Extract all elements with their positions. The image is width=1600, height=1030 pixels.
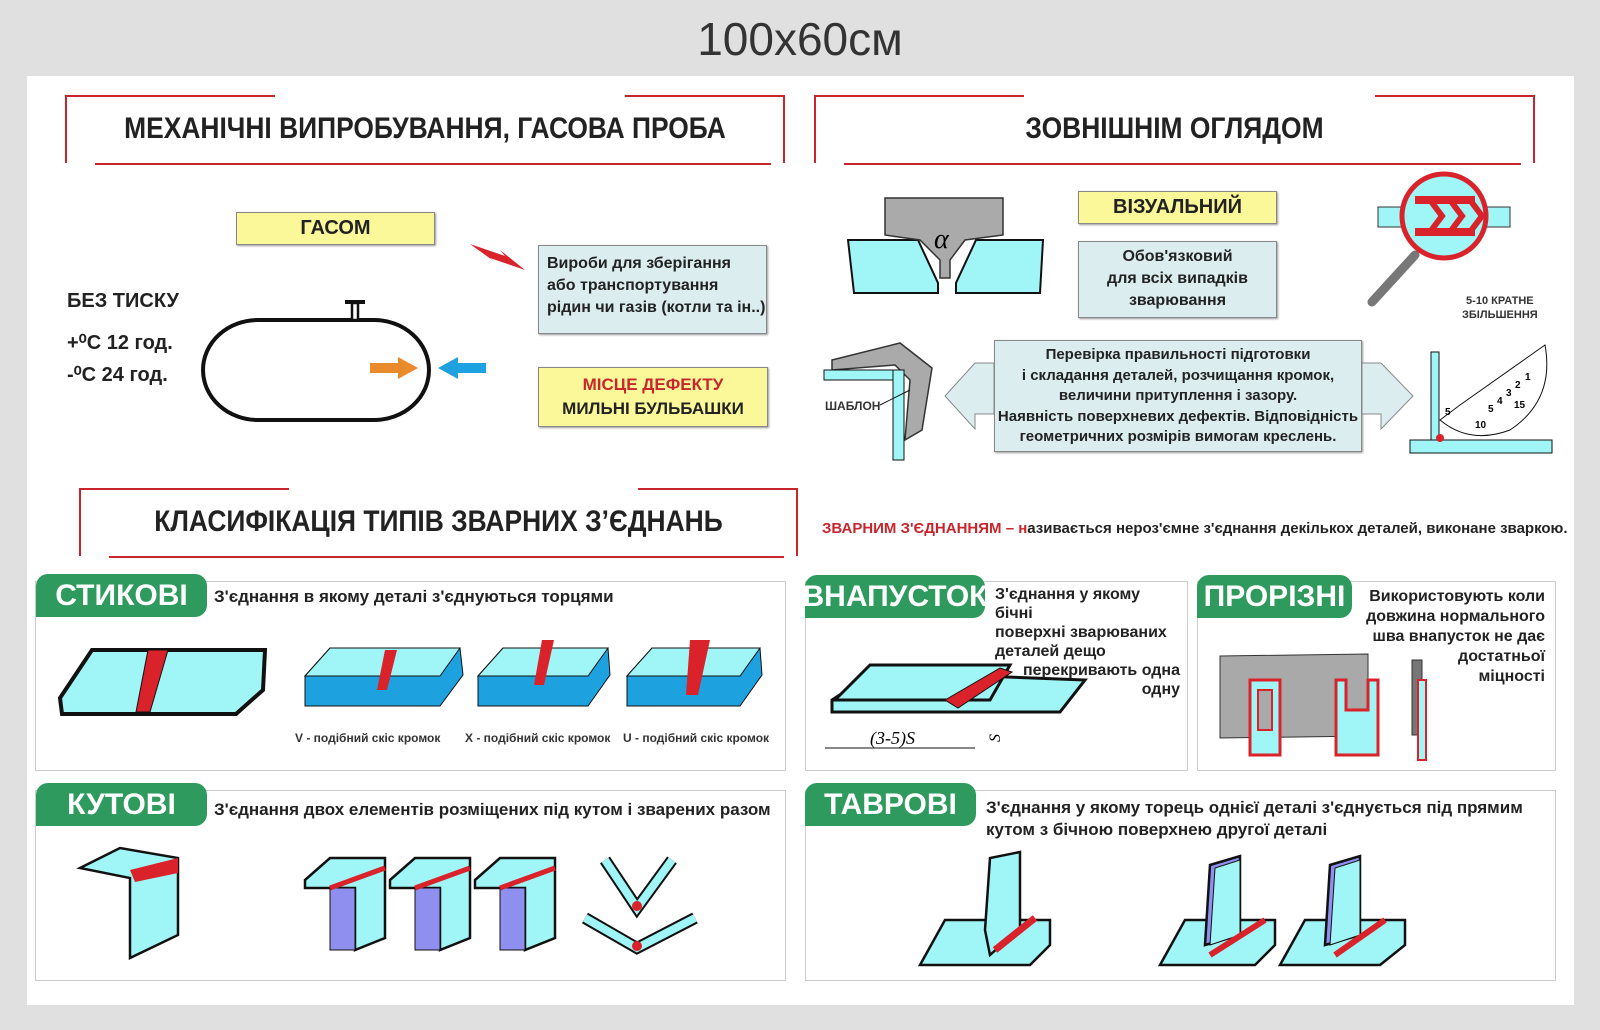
template-drawing xyxy=(823,342,933,461)
check-box: Перевірка правильності підготовки і скла… xyxy=(994,340,1362,452)
u-groove-drawing xyxy=(625,640,763,707)
size-label: 100x60см xyxy=(697,13,903,65)
tank-drawing xyxy=(201,300,431,422)
magnifier-icon xyxy=(1367,171,1511,307)
x-groove-drawing xyxy=(476,640,611,707)
butt-badge: СТИКОВІ xyxy=(36,574,207,617)
lap-s-label: S xyxy=(987,734,1004,742)
magnification-line: ЗБІЛЬШЕННЯ xyxy=(1462,309,1538,321)
products-line: або транспортування xyxy=(547,277,719,294)
visual-label: ВІЗУАЛЬНИЙ xyxy=(1078,191,1277,224)
temp-plus: +⁰С 12 год. xyxy=(67,332,173,354)
check-line: величини притуплення і зазору. xyxy=(1058,387,1298,404)
lap-desc-line: одну xyxy=(1141,681,1180,698)
temp-minus: -⁰С 24 год. xyxy=(67,364,168,386)
check-line: Наявність поверхневих дефектів. Відповід… xyxy=(997,407,1359,425)
groove-alpha-drawing: α xyxy=(846,197,1045,294)
products-line: Вироби для зберігання xyxy=(547,255,731,272)
slot-badge: ПРОРІЗНІ xyxy=(1197,575,1352,618)
mandatory-line: Обов'язковий xyxy=(1122,248,1233,265)
tee-joint-drawing xyxy=(917,850,1407,967)
v-groove-drawing xyxy=(303,647,464,707)
tee-badge: ТАВРОВІ xyxy=(805,783,976,826)
kerosene-label: ГАСОМ xyxy=(236,212,435,245)
arrow-right-icon xyxy=(1361,362,1414,431)
tee-desc-line: кутом з бічною поверхнею другої деталі xyxy=(986,820,1328,839)
butt-desc: З'єднання в якому деталі з'єднуються тор… xyxy=(214,587,614,606)
slot-desc: Використовують коли довжина нормального … xyxy=(1365,587,1545,687)
corner-joint-drawing xyxy=(76,846,698,960)
lap-dim-label: (3-5)S xyxy=(870,728,915,749)
header-visual-text: ЗОВНІШНІМ ОГЛЯДОМ xyxy=(1025,112,1324,145)
no-pressure-label: БЕЗ ТИСКУ xyxy=(67,290,179,312)
magnification-label: 5-10 КРАТНЕ ЗБІЛЬШЕННЯ xyxy=(1462,294,1538,322)
caption-v: V - подібний скіс кромок xyxy=(295,731,441,745)
lap-badge: ВНАПУСТОК xyxy=(803,575,987,618)
check-line: Перевірка правильності підготовки xyxy=(1045,346,1311,363)
slot-desc-line: міцності xyxy=(1478,668,1545,685)
definition-term: ЗВАРНИМ З'ЄДНАННЯМ – н xyxy=(822,520,1028,537)
products-box: Вироби для зберігання або транспортуванн… xyxy=(538,245,767,334)
caption-u: U - подібний скіс кромок xyxy=(623,731,770,745)
mandatory-line: зварювання xyxy=(1128,292,1227,309)
arrow-left-icon xyxy=(944,362,995,431)
products-line: рідин чи газів (котли та ін..) xyxy=(547,299,766,316)
header-visual: ЗОВНІШНІМ ОГЛЯДОМ xyxy=(814,95,1535,165)
butt-plate-drawing xyxy=(57,648,268,716)
alpha-symbol: α xyxy=(934,224,950,255)
slot-desc-line: Використовують коли xyxy=(1369,588,1545,605)
header-classification: КЛАСИФІКАЦІЯ ТИПІВ ЗВАРНИХ З’ЄДНАНЬ xyxy=(79,488,798,558)
lap-desc-line: деталей дещо xyxy=(995,643,1106,660)
defect-place: МІСЦЕ ДЕФЕКТУ xyxy=(582,375,724,394)
template-label: ШАБЛОН xyxy=(825,399,881,413)
orange-arrow-icon xyxy=(370,357,418,379)
lap-desc-line: З'єднання у якому бічні xyxy=(995,586,1141,622)
defect-box: МІСЦЕ ДЕФЕКТУ МИЛЬНІ БУЛЬБАШКИ xyxy=(538,367,768,427)
caption-x: X - подібний скіс кромок xyxy=(465,731,611,745)
magnification-line: 5-10 КРАТНЕ xyxy=(1466,295,1534,307)
tee-desc: З'єднання у якому торець однієї деталі з… xyxy=(986,797,1523,841)
mandatory-line: для всіх випадків xyxy=(1107,270,1248,287)
header-mechanical-text: МЕХАНІЧНІ ВИПРОБУВАННЯ, ГАСОВА ПРОБА xyxy=(124,112,726,145)
slot-desc-line: достатньої xyxy=(1458,648,1545,665)
mandatory-box: Обов'язковий для всіх випадків зварюванн… xyxy=(1078,241,1277,318)
slot-desc-line: шва внапусток не дає xyxy=(1372,628,1545,645)
check-line: і складання деталей, розчищання кромок, xyxy=(1021,366,1335,384)
header-mechanical: МЕХАНІЧНІ ВИПРОБУВАННЯ, ГАСОВА ПРОБА xyxy=(65,95,785,165)
soap-bubbles: МИЛЬНІ БУЛЬБАШКИ xyxy=(562,399,744,418)
tee-desc-line: З'єднання у якому торець однієї деталі з… xyxy=(986,798,1523,817)
lap-desc-line: перекривають одна xyxy=(1022,662,1180,679)
slot-joint-drawing xyxy=(1219,653,1427,761)
lap-desc-line: поверхні зварюваних xyxy=(995,624,1167,641)
definition-text: азивається нероз'ємне з'єднання декілько… xyxy=(1027,520,1568,537)
corner-badge: КУТОВІ xyxy=(36,783,207,826)
header-classification-text: КЛАСИФІКАЦІЯ ТИПІВ ЗВАРНИХ З’ЄДНАНЬ xyxy=(154,505,723,538)
corner-desc: З'єднання двох елементів розміщених під … xyxy=(214,800,771,819)
red-arrow-icon xyxy=(470,244,525,270)
blue-arrow-icon xyxy=(438,357,486,379)
lap-joint-drawing: (3-5)S S xyxy=(825,663,1088,749)
lap-desc: З'єднання у якому бічні поверхні зварюва… xyxy=(995,585,1180,699)
check-line: геометричних розмірів вимогам креслень. xyxy=(1019,428,1337,445)
definition: ЗВАРНИМ З'ЄДНАННЯМ – називається нероз'є… xyxy=(822,520,1568,537)
slot-desc-line: довжина нормального xyxy=(1366,608,1545,625)
